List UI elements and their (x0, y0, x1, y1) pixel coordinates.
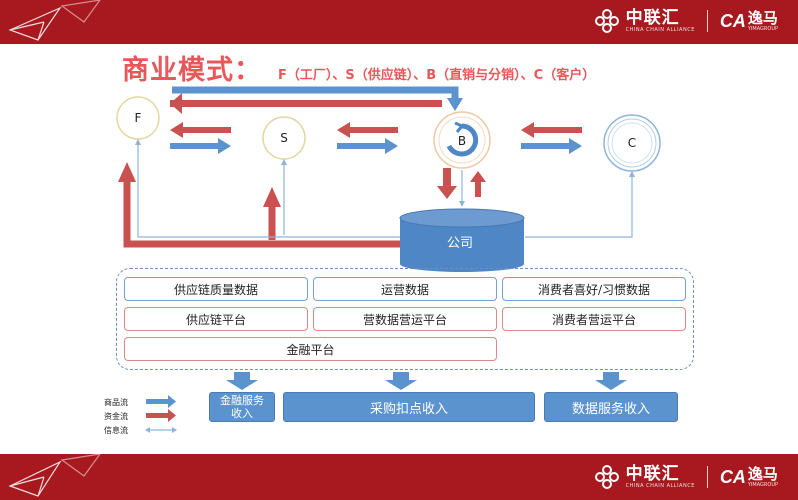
partner-logo: CA 逸马 YIMAGROUP (720, 10, 778, 32)
cell-finance-platform: 金融平台 (124, 337, 497, 361)
money-flow-to-f-s (118, 162, 400, 248)
income-arrows (226, 372, 627, 390)
node-c-circle (603, 114, 661, 172)
header-band: 中联汇 CHINA CHAIN ALLIANCE CA 逸马 YIMAGROUP (0, 0, 798, 44)
footer-partner-name-cn: 逸马 (747, 465, 778, 483)
footer-brand-logo: 中联汇 CHINA CHAIN ALLIANCE CA 逸马 YIMAGROUP (594, 464, 778, 490)
page-title: 商业模式： F（工厂）、S（供应链）、B（直销与分销）、C（客户） (122, 48, 595, 87)
alliance-logo-icon (594, 9, 619, 33)
arrows-b-company (437, 168, 486, 207)
income-finance: 金融服务收入 (209, 392, 275, 422)
business-flow-diagram (116, 86, 661, 433)
cell-consumer-preference-data: 消费者喜好/习惯数据 (502, 277, 686, 301)
arrows-b-c (521, 122, 582, 154)
arrows-f-s (170, 122, 231, 154)
brand-logo: 中联汇 CHINA CHAIN ALLIANCE CA 逸马 YIMAGROUP (594, 8, 778, 34)
node-b-label: B (457, 134, 467, 148)
paper-plane-decoration-footer (8, 454, 101, 497)
node-s-label: S (280, 131, 288, 145)
legend-info-label: 信息流 (104, 426, 128, 435)
title-sub: F（工厂）、S（供应链）、B（直销与分销）、C（客户） (278, 68, 596, 83)
legend-arrows (145, 395, 177, 433)
node-f-label: F (134, 111, 142, 125)
node-b-circle (433, 111, 491, 169)
cell-supply-quality-data: 供应链质量数据 (124, 277, 308, 301)
info-flow-lines (137, 140, 633, 238)
legend-goods-label: 商品流 (104, 398, 128, 407)
footer-brand-name-cn: 中联汇 (625, 464, 680, 484)
footer-brand-name-en: CHINA CHAIN ALLIANCE (625, 483, 695, 489)
cell-supply-chain-platform: 供应链平台 (124, 307, 308, 331)
title-main: 商业模式： (122, 55, 262, 86)
partner-name-cn: 逸马 (747, 9, 778, 27)
cell-data-operations-platform: 营数据营运平台 (313, 307, 497, 331)
top-loop-arrows (170, 86, 463, 114)
company-label: 公司 (446, 236, 473, 251)
footer-partner-logo: CA 逸马 YIMAGROUP (720, 466, 778, 488)
brand-name-en: CHINA CHAIN ALLIANCE (625, 27, 695, 33)
info-flow-heads (135, 139, 635, 177)
brand-separator (706, 10, 708, 32)
footer-brand-separator (706, 466, 708, 488)
income-data: 数据服务收入 (544, 392, 678, 422)
platform-container (116, 268, 694, 370)
partner-name-en: YIMAGROUP (747, 26, 778, 32)
partner-mark: CA (719, 10, 746, 31)
legend-money-label: 资金流 (104, 412, 128, 421)
paper-plane-decoration (8, 0, 101, 41)
brand-name-cn: 中联汇 (625, 8, 680, 28)
footer-partner-name-en: YIMAGROUP (747, 482, 778, 488)
income-purchase: 采购扣点收入 (283, 392, 535, 422)
footer-alliance-logo-icon (594, 465, 619, 489)
footer-band: 中联汇 CHINA CHAIN ALLIANCE CA 逸马 YIMAGROUP (0, 454, 798, 500)
arrows-s-b (337, 122, 398, 154)
cell-operations-data: 运营数据 (313, 277, 497, 301)
node-c-label: C (627, 136, 637, 150)
footer-partner-mark: CA (719, 466, 746, 487)
cell-consumer-operations-platform: 消费者营运平台 (502, 307, 686, 331)
